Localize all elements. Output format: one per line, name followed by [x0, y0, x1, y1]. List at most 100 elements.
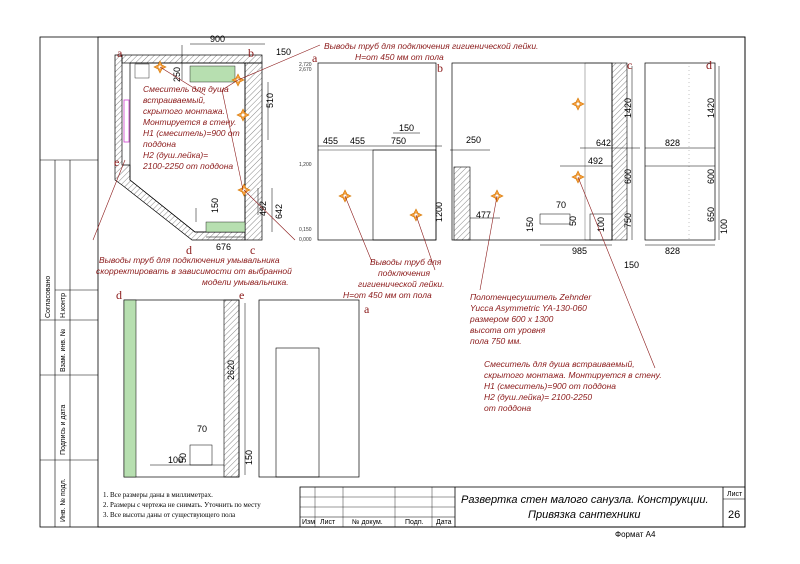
stamp-agreed: Согласовано — [45, 276, 52, 318]
general_notes-2: 3. Все высоты даны от существующего пола — [103, 511, 236, 519]
dim-150: 150 — [244, 450, 254, 465]
dim-492: 492 — [588, 156, 603, 166]
note-towel-dryer: Полотенцесушитель Zehnder Yucca Asymmetr… — [469, 292, 592, 346]
elev-ab-letter-a: a — [312, 51, 318, 65]
notes-n2-4: Н1 (смеситель)=900 от — [143, 128, 240, 138]
notes-n1-1: Н=от 450 мм от пола — [355, 52, 444, 62]
notes-n2-7: 2100-2250 от поддона — [142, 161, 233, 171]
note-washbasin: Выводы труб для подключения умывальника … — [96, 255, 292, 287]
dim-510: 510 — [265, 93, 275, 108]
elevation-d-e: 2620 70 100 50 150 d e — [116, 288, 360, 478]
col-date: Дата — [436, 519, 452, 526]
dim-1420: 1420 — [623, 98, 633, 118]
notes-n5-1: Yucca Asymmetric YA-130-060 — [470, 303, 587, 313]
dim-150: 150 — [525, 217, 535, 232]
dim-70: 70 — [197, 424, 207, 434]
elev-cd-letter-d: d — [706, 58, 712, 72]
plan-letter-d: d — [186, 243, 192, 257]
level-1200: 1,200 — [299, 162, 312, 168]
elev-bc-letter-c: c — [627, 58, 632, 72]
drawing-title-line1: Развертка стен малого санузла. Конструкц… — [461, 494, 709, 506]
side-stamp: Согласовано Н.контр Взам. инв. № Подпись… — [40, 159, 98, 527]
fixture-outlet-icon — [571, 97, 585, 111]
dim-150-bc: 150 — [624, 260, 639, 270]
dim-150: 150 — [399, 123, 414, 133]
notes-n3-1: скорректировать в зависимости от выбранн… — [96, 266, 292, 276]
plan-letter-a: a — [117, 46, 123, 60]
notes-n2-0: Смеситель для душа — [143, 84, 229, 94]
dim-750: 750 — [623, 213, 633, 228]
notes-n2-5: поддона — [143, 139, 176, 149]
general-notes: 1. Все размеры даны в миллиметрах. 2. Ра… — [103, 491, 261, 519]
elev-de-letter-d: d — [116, 288, 122, 302]
level-2720: 2,720 — [299, 62, 312, 68]
plan-letter-e: e — [114, 155, 119, 169]
notes-n2-3: Монтируется в стену. — [143, 117, 236, 127]
dim-250: 250 — [466, 135, 481, 145]
plan-letter-c: c — [250, 243, 255, 257]
elev-ab-letter-b: b — [437, 61, 443, 75]
dim-676: 676 — [216, 242, 231, 252]
dim-642: 642 — [596, 138, 611, 148]
dim-150: 150 — [276, 47, 291, 57]
col-sign: Подп. — [405, 519, 424, 526]
dim-100: 100 — [168, 455, 183, 465]
notes-n6-1: скрытого монтажа. Монтируется в стену. — [484, 370, 662, 380]
dim-600: 600 — [623, 169, 633, 184]
elev-ab-letter-a2: a — [364, 302, 370, 316]
dim-70: 70 — [556, 200, 566, 210]
notes-n4-3: Н=от 450 мм от пола — [343, 290, 432, 300]
dim-2620: 2620 — [226, 360, 236, 380]
note-hygienic-elev: Выводы труб для подключения гигиеническо… — [343, 257, 444, 300]
drawing-title-line2: Привязка сантехники — [528, 509, 641, 521]
notes-n6-0: Смеситель для душа встраиваемый, — [484, 359, 635, 369]
title-block: Изм Лист № докум. Подп. Дата Развертка с… — [299, 486, 746, 539]
dim-50: 50 — [568, 216, 578, 226]
dim-828-b: 828 — [665, 246, 680, 256]
stamp-inv-orig: Инв. № подл. — [60, 478, 67, 522]
notes-n4-0: Выводы труб для — [370, 257, 442, 267]
level-0000: 0,000 — [299, 237, 312, 243]
dim-1200: 1200 — [434, 202, 444, 222]
note-shower-elev: Смеситель для душа встраиваемый, скрытог… — [484, 359, 662, 413]
general_notes-1: 2. Размеры с чертежа не снимать. Уточнит… — [103, 501, 261, 509]
general_notes-0: 1. Все размеры даны в миллиметрах. — [103, 491, 213, 499]
dim-477: 477 — [476, 210, 491, 220]
sheet-label: Лист — [727, 491, 743, 498]
notes-n2-2: скрытого монтажа. — [143, 106, 225, 116]
notes-n6-3: Н2 (душ.лейка)= 2100-2250 — [484, 392, 592, 402]
plan-letter-b: b — [248, 46, 254, 60]
dim-455-b: 455 — [350, 136, 365, 146]
dim-250: 250 — [172, 67, 182, 82]
notes-n6-4: от поддона — [484, 403, 531, 413]
note-hygienic-top: Выводы труб для подключения гигиеническо… — [324, 41, 538, 62]
level-0150: 0,150 — [299, 227, 312, 233]
notes-n3-2: модели умывальника. — [202, 277, 289, 287]
dim-750: 750 — [391, 136, 406, 146]
level-2670: 2,670 — [299, 67, 312, 73]
dim-50: 50 — [178, 453, 188, 463]
bathroom-plan: 900 150 250 510 492 642 676 150 a b c d … — [114, 34, 291, 257]
notes-n3-0: Выводы труб для подключения умывальника — [99, 255, 280, 265]
notes-n5-4: пола 750 мм. — [470, 336, 522, 346]
notes-n5-0: Полотенцесушитель Zehnder — [470, 292, 592, 302]
stamp-sign-date: Подпись и дата — [60, 405, 67, 455]
col-doc: № докум. — [352, 519, 383, 526]
notes-n2-6: Н2 (душ.лейка)= — [143, 150, 208, 160]
notes-n4-1: подключения — [378, 268, 430, 278]
dim-100-bc: 100 — [596, 217, 606, 232]
note-shower-plan: Смеситель для душа встраиваемый, скрытог… — [142, 84, 240, 171]
stamp-norm-control: Н.контр — [60, 293, 67, 318]
dim-1420-b: 1420 — [706, 98, 716, 118]
notes-n5-3: высота от уровня — [470, 325, 546, 335]
col-izm: Изм — [302, 519, 315, 526]
notes-n6-2: Н1 (смеситель)=900 от поддона — [484, 381, 616, 391]
dim-455-a: 455 — [323, 136, 338, 146]
col-list: Лист — [320, 519, 336, 526]
dim-828-a: 828 — [665, 138, 680, 148]
dim-650: 650 — [706, 207, 716, 222]
elevation-a-b: 2,720 2,670 1,200 0,150 0,000 455 455 75… — [299, 51, 504, 316]
dim-900: 900 — [210, 34, 225, 44]
dim-100: 100 — [719, 219, 729, 234]
notes-n2-1: встраиваемый, — [143, 95, 205, 105]
